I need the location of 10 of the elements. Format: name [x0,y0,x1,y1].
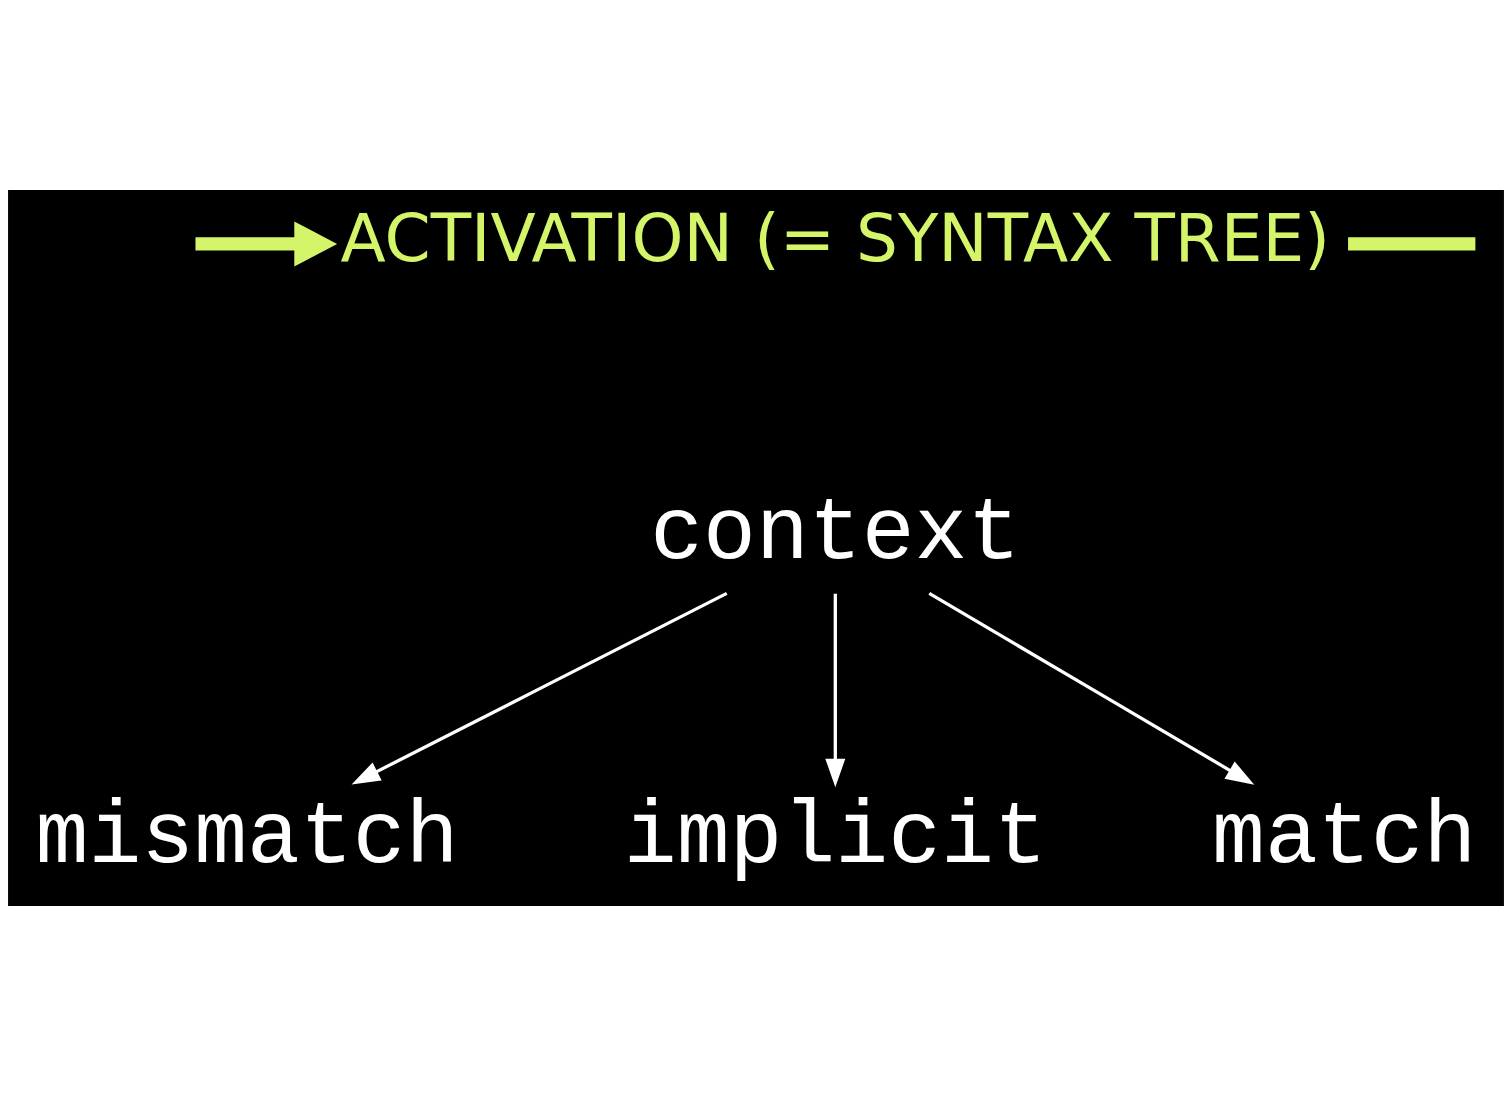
arrow [195,220,338,266]
node-text: implicit [623,788,1047,888]
node-text: mismatch [35,788,459,888]
node-text: match [1212,788,1477,888]
arrow [351,591,728,784]
arrow [928,591,1255,785]
arrow [825,593,846,787]
node-text: context [650,484,1021,584]
node-text: ACTIVATION (= SYNTAX TREE) [340,199,1331,276]
connector [1348,236,1476,251]
